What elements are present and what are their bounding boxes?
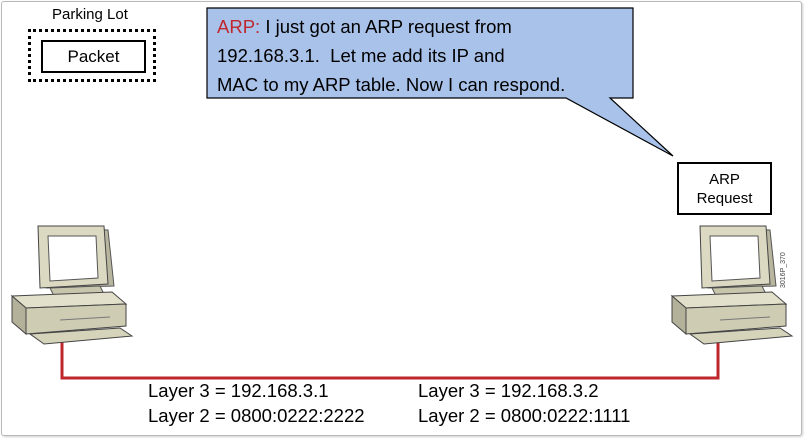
- right-host-layer3: Layer 3 = 192.168.3.2: [418, 380, 599, 401]
- callout-line-2: 192.168.3.1. Let me add its IP and: [217, 45, 505, 66]
- callout-line-3: MAC to my ARP table. Now I can respond.: [217, 74, 566, 95]
- callout-lead: ARP:: [217, 16, 261, 37]
- packet-box: Packet: [41, 40, 146, 73]
- speech-callout: [206, 7, 674, 157]
- left-computer-icon: [10, 225, 134, 345]
- right-host-addresses: Layer 3 = 192.168.3.2 Layer 2 = 0800:022…: [418, 378, 630, 428]
- parking-lot-label: Parking Lot: [52, 6, 128, 23]
- callout-text: ARP: I just got an ARP request from 192.…: [217, 12, 617, 99]
- figure-code: 3016P_370: [780, 252, 787, 288]
- network-cable: [60, 334, 720, 380]
- right-computer-icon: [670, 225, 794, 345]
- parking-lot: [28, 29, 156, 82]
- callout-line-1-text: I just got an ARP request from: [260, 16, 512, 37]
- left-host-layer3: Layer 3 = 192.168.3.1: [148, 380, 329, 401]
- callout-line-1: ARP: I just got an ARP request from: [217, 12, 617, 41]
- right-host-layer2: Layer 2 = 0800:0222:1111: [418, 405, 631, 426]
- left-host-addresses: Layer 3 = 192.168.3.1 Layer 2 = 0800:022…: [148, 378, 365, 428]
- left-host-layer2: Layer 2 = 0800:0222:2222: [148, 405, 365, 426]
- arp-request-line-2: Request: [696, 190, 753, 207]
- arp-request-line-1: ARP: [709, 171, 740, 188]
- arp-request-box: ARP Request: [677, 162, 772, 215]
